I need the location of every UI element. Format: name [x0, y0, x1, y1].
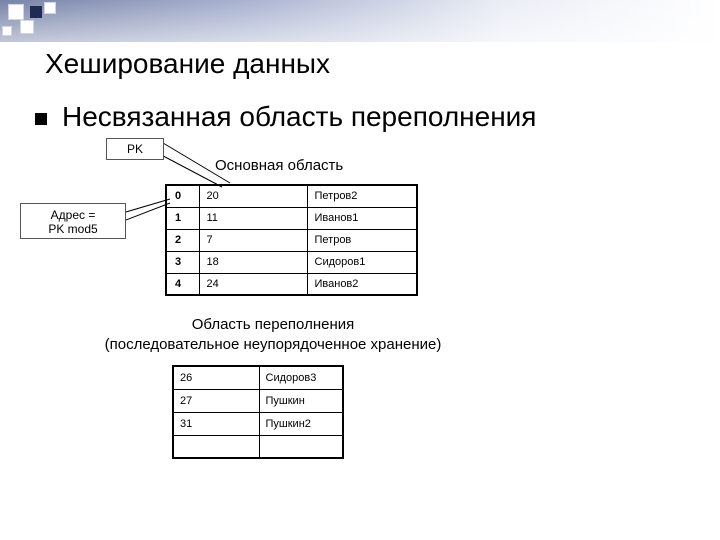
decor-square [30, 6, 42, 18]
table-row: 4 24 Иванов2 [165, 272, 418, 296]
row-index: 0 [165, 184, 200, 208]
row-key: 24 [198, 272, 308, 296]
address-callout-line1: Адрес = [50, 208, 96, 222]
row-name: Иванов2 [306, 272, 418, 296]
header-gradient-fade [0, 0, 720, 42]
row-key: 7 [198, 228, 308, 252]
table-row: 3 18 Сидоров1 [165, 250, 418, 274]
pk-callout: PK [106, 138, 164, 160]
row-key: 18 [198, 250, 308, 274]
row-name: Сидоров1 [306, 250, 418, 274]
decor-square [8, 4, 24, 20]
row-key: 31 [172, 411, 260, 436]
bullet-text: Несвязанная область переполнения [62, 101, 537, 132]
overflow-caption-line2: (последовательное неупорядоченное хранен… [104, 336, 442, 353]
decor-square [44, 2, 56, 14]
row-key [172, 434, 260, 459]
row-name: Петров [306, 228, 418, 252]
address-leader-line [125, 202, 171, 221]
row-name: Пушкин [258, 388, 344, 413]
main-area-caption: Основная область [215, 157, 344, 174]
address-callout-line2: PK mod5 [48, 222, 98, 236]
row-index: 4 [165, 272, 200, 296]
table-row: 27 Пушкин [172, 388, 344, 413]
overflow-caption-line1: Область переполнения [191, 316, 355, 333]
row-key: 20 [198, 184, 308, 208]
row-key: 26 [172, 365, 260, 390]
decor-square [20, 20, 34, 34]
row-index: 2 [165, 228, 200, 252]
row-name: Иванов1 [306, 206, 418, 230]
overflow-area-caption: Область переполнения (последовательное н… [68, 315, 478, 355]
slide-title: Хеширование данных [45, 48, 331, 79]
address-leader-line [125, 198, 171, 213]
table-row: 31 Пушкин2 [172, 411, 344, 436]
bullet-square-icon [35, 113, 47, 125]
row-index: 3 [165, 250, 200, 274]
row-key: 11 [198, 206, 308, 230]
row-name [258, 434, 344, 459]
table-row: 26 Сидоров3 [172, 365, 344, 390]
decor-square [2, 26, 12, 36]
table-row: 2 7 Петров [165, 228, 418, 252]
row-name: Пушкин2 [258, 411, 344, 436]
row-key: 27 [172, 388, 260, 413]
row-name: Петров2 [306, 184, 418, 208]
overflow-area-table: 26 Сидоров3 27 Пушкин 31 Пушкин2 [172, 365, 344, 459]
address-callout: Адрес = PK mod5 [20, 203, 126, 239]
row-name: Сидоров3 [258, 365, 344, 390]
table-row: 1 11 Иванов1 [165, 206, 418, 230]
main-area-table: 0 20 Петров2 1 11 Иванов1 2 7 Петров 3 1… [165, 184, 418, 296]
row-index: 1 [165, 206, 200, 230]
table-row: 0 20 Петров2 [165, 184, 418, 208]
table-row [172, 434, 344, 459]
